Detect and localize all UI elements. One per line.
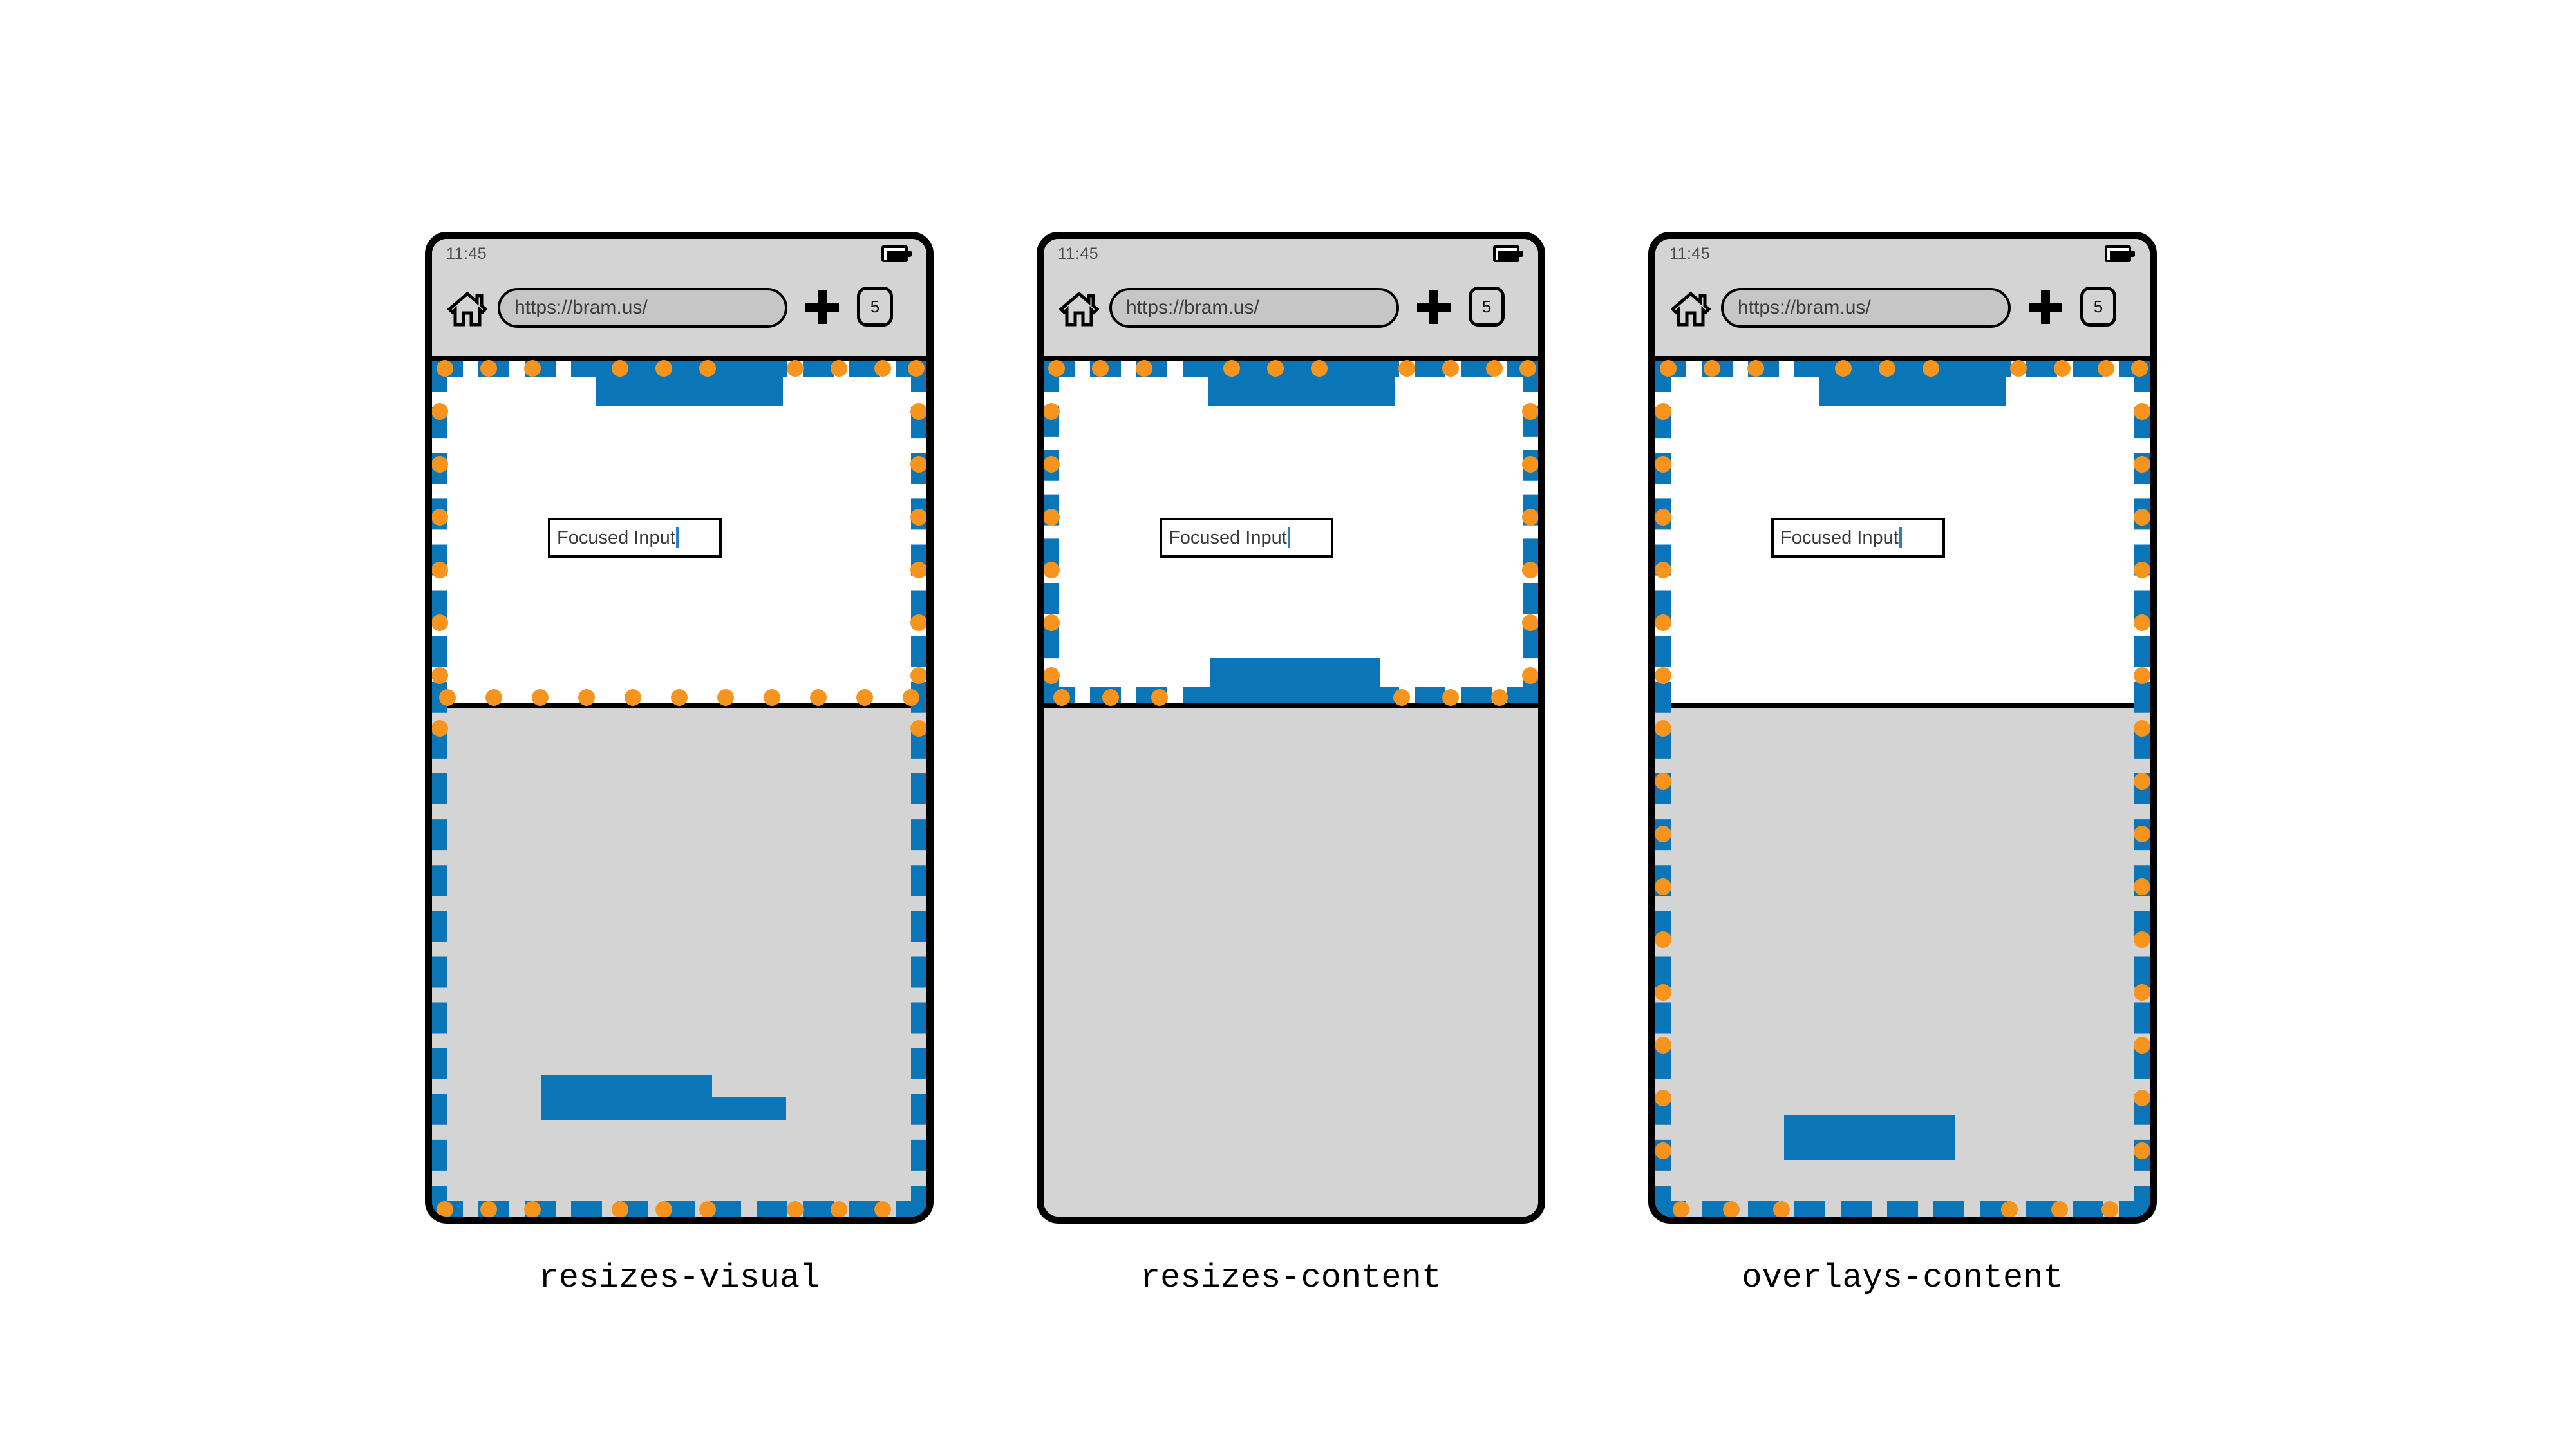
visual-viewport: Focused Input — [1044, 361, 1538, 703]
browser-chrome: 11:45 https://bram.us/ 5 — [432, 239, 926, 361]
footer-block — [1210, 658, 1380, 703]
text-caret — [675, 527, 679, 548]
focused-input-value: Focused Input — [1780, 527, 1899, 548]
visual-viewport: Focused Input — [1655, 361, 2150, 703]
caption-resizes-content: resizes-content — [1140, 1259, 1442, 1297]
status-clock: 11:45 — [1669, 245, 1711, 263]
focused-input-value: Focused Input — [557, 527, 675, 548]
battery-fill — [887, 251, 905, 260]
on-screen-keyboard — [1655, 708, 2150, 1217]
phone-resizes-visual: 11:45 https://bram.us/ 5 — [425, 232, 934, 1224]
focused-input-value: Focused Input — [1169, 527, 1287, 548]
focused-input[interactable]: Focused Input — [1160, 518, 1333, 558]
focused-input[interactable]: Focused Input — [1771, 518, 1945, 558]
url-text: https://bram.us/ — [1126, 297, 1259, 318]
status-clock: 11:45 — [1058, 245, 1099, 263]
home-icon[interactable] — [1670, 288, 1711, 328]
battery-full-icon — [2105, 245, 2136, 262]
tab-count-button[interactable]: 5 — [1469, 287, 1505, 327]
viewport-divider — [1044, 703, 1538, 708]
chrome-divider — [1044, 356, 1538, 361]
tab-count-button[interactable]: 5 — [2080, 287, 2116, 327]
browser-chrome: 11:45 https://bram.us/ 5 — [1655, 239, 2150, 361]
home-icon[interactable] — [1058, 288, 1100, 328]
viewport-divider — [1655, 703, 2150, 708]
visual-viewport: Focused Input — [432, 361, 926, 703]
tab-count-button[interactable]: 5 — [857, 287, 893, 327]
caption-overlays-content: overlays-content — [1742, 1259, 2064, 1297]
battery-fill — [2110, 251, 2129, 260]
status-bar: 11:45 — [1655, 239, 2150, 271]
caption-resizes-visual: resizes-visual — [538, 1259, 820, 1297]
battery-shell — [2105, 245, 2131, 262]
focused-input[interactable]: Focused Input — [548, 518, 722, 558]
header-block — [596, 361, 783, 406]
battery-full-icon — [1493, 245, 1524, 262]
header-block — [1819, 361, 2006, 406]
battery-shell — [881, 245, 908, 262]
url-text: https://bram.us/ — [514, 297, 648, 318]
footer-block-step — [712, 1097, 786, 1120]
tab-count-label: 5 — [1481, 296, 1492, 316]
battery-full-icon — [881, 245, 912, 262]
browser-toolbar: https://bram.us/ 5 — [1044, 271, 1538, 361]
home-icon[interactable] — [447, 288, 488, 328]
phone-resizes-content: 11:45 https://bram.us/ 5 — [1037, 232, 1545, 1224]
url-bar[interactable]: https://bram.us/ — [1109, 288, 1399, 328]
battery-nub — [2131, 251, 2135, 257]
url-text: https://bram.us/ — [1738, 297, 1871, 318]
text-caret — [1899, 527, 1902, 548]
on-screen-keyboard — [1044, 708, 1538, 1217]
plus-icon[interactable] — [805, 290, 839, 324]
tab-count-label: 5 — [870, 296, 880, 316]
battery-shell — [1493, 245, 1519, 262]
footer-block — [1784, 1115, 1955, 1160]
status-clock: 11:45 — [446, 245, 487, 263]
footer-block — [541, 1075, 712, 1120]
text-caret — [1287, 527, 1290, 548]
plus-icon[interactable] — [2029, 290, 2062, 324]
browser-toolbar: https://bram.us/ 5 — [1655, 271, 2150, 361]
battery-fill — [1498, 251, 1517, 260]
browser-chrome: 11:45 https://bram.us/ 5 — [1044, 239, 1538, 361]
header-block — [1208, 361, 1395, 406]
chrome-divider — [432, 356, 926, 361]
status-bar: 11:45 — [1044, 239, 1538, 271]
url-bar[interactable]: https://bram.us/ — [1721, 288, 2011, 328]
battery-nub — [1519, 251, 1523, 257]
phone-overlays-content: 11:45 https://bram.us/ 5 — [1648, 232, 2157, 1224]
browser-toolbar: https://bram.us/ 5 — [432, 271, 926, 361]
on-screen-keyboard — [432, 708, 926, 1217]
chrome-divider — [1655, 356, 2150, 361]
url-bar[interactable]: https://bram.us/ — [498, 288, 787, 328]
plus-icon[interactable] — [1417, 290, 1451, 324]
viewport-divider — [432, 703, 926, 708]
battery-nub — [908, 251, 912, 257]
tab-count-label: 5 — [2093, 296, 2103, 316]
status-bar: 11:45 — [432, 239, 926, 271]
